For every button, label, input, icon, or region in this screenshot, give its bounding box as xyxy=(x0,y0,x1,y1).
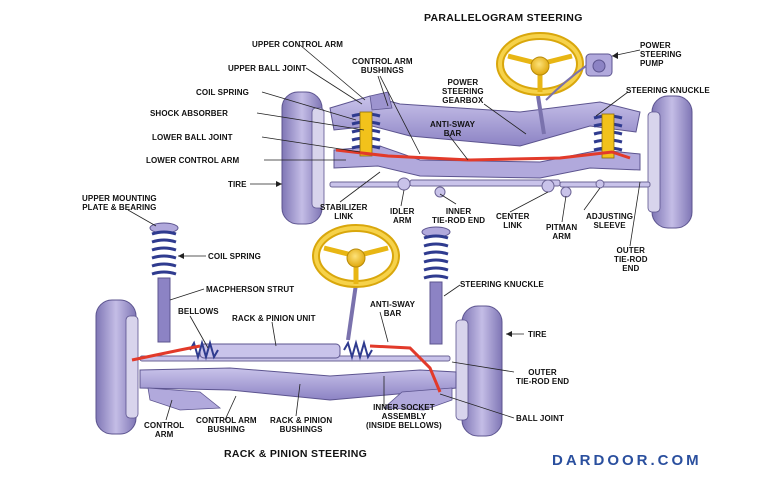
label-inner-tie-rod-end: INNER TIE-ROD END xyxy=(432,207,486,225)
pump-hose xyxy=(545,65,587,101)
label-idler-arm: IDLER ARM xyxy=(390,207,415,225)
label-tire-bottom: TIRE xyxy=(528,330,547,339)
label-lower-control-arm: LOWER CONTROL ARM xyxy=(146,156,240,165)
bottom-left-tire xyxy=(95,299,139,435)
label-anti-sway-bar-bottom: ANTI-SWAY BAR xyxy=(370,300,416,318)
bottom-right-tire xyxy=(455,305,503,437)
label-tire-top: TIRE xyxy=(228,180,247,189)
top-right-tire xyxy=(647,95,693,229)
label-upper-ball-joint: UPPER BALL JOINT xyxy=(228,64,307,73)
label-ball-joint: BALL JOINT xyxy=(516,414,564,423)
label-bellows: BELLOWS xyxy=(178,307,219,316)
label-macpherson-strut: MACPHERSON STRUT xyxy=(206,285,295,294)
bottom-steering-column xyxy=(346,283,358,341)
label-upper-mounting-plate: UPPER MOUNTING PLATE & BEARING xyxy=(82,194,157,212)
left-macpherson-strut xyxy=(149,222,179,343)
leader-lines xyxy=(127,44,641,421)
watermark-text: DARDOOR.COM xyxy=(552,452,702,469)
bottom-steering-wheel xyxy=(312,224,400,288)
top-left-shock xyxy=(359,111,373,157)
label-control-arm-bushing: CONTROL ARM BUSHING xyxy=(196,416,257,434)
label-lower-ball-joint: LOWER BALL JOINT xyxy=(152,133,233,142)
label-coil-spring-bottom: COIL SPRING xyxy=(208,252,261,261)
bottom-anti-sway-bar xyxy=(131,344,442,393)
label-pitman-arm: PITMAN ARM xyxy=(546,223,578,241)
label-power-steering-gearbox: POWER STEERING GEARBOX xyxy=(442,78,484,105)
label-coil-spring-top: COIL SPRING xyxy=(196,88,249,97)
rack-and-pinion-unit xyxy=(139,339,451,362)
label-shock-absorber: SHOCK ABSORBER xyxy=(150,109,228,118)
top-steering-linkage xyxy=(329,177,651,198)
label-rack-pinion-unit: RACK & PINION UNIT xyxy=(232,314,316,323)
top-steering-column xyxy=(536,95,546,135)
power-steering-pump xyxy=(585,53,613,77)
top-diagram-title: PARALLELOGRAM STEERING xyxy=(424,12,583,24)
label-center-link: CENTER LINK xyxy=(496,212,530,230)
label-control-arm: CONTROL ARM xyxy=(144,421,185,439)
label-adjusting-sleeve: ADJUSTING SLEEVE xyxy=(586,212,634,230)
top-right-shock xyxy=(601,113,615,159)
label-rack-pinion-bushings: RACK & PINION BUSHINGS xyxy=(270,416,333,434)
label-anti-sway-bar-top: ANTI-SWAY BAR xyxy=(430,120,476,138)
label-steering-knuckle-top: STEERING KNUCKLE xyxy=(626,86,710,95)
label-outer-tie-rod-end-bottom: OUTER TIE-ROD END xyxy=(516,368,570,386)
top-left-tire xyxy=(281,91,325,225)
label-stabilizer-link: STABILIZER LINK xyxy=(320,203,368,221)
label-power-steering-pump: POWER STEERING PUMP xyxy=(640,41,682,68)
top-frame xyxy=(329,91,641,179)
bottom-crossmember xyxy=(139,367,457,411)
leader-arrowheads xyxy=(178,52,618,337)
label-upper-control-arm: UPPER CONTROL ARM xyxy=(252,40,344,49)
label-inner-socket-assembly: INNER SOCKET ASSEMBLY (INSIDE BELLOWS) xyxy=(366,403,442,430)
top-anti-sway-bar xyxy=(335,148,631,162)
right-macpherson-strut xyxy=(421,226,451,345)
bottom-diagram-title: RACK & PINION STEERING xyxy=(224,448,368,460)
label-control-arm-bushings: CONTROL ARM BUSHINGS xyxy=(352,57,413,75)
top-steering-wheel xyxy=(496,32,584,96)
label-steering-knuckle-bottom: STEERING KNUCKLE xyxy=(460,280,544,289)
label-outer-tie-rod-end-top: OUTER TIE-ROD END xyxy=(614,246,648,273)
